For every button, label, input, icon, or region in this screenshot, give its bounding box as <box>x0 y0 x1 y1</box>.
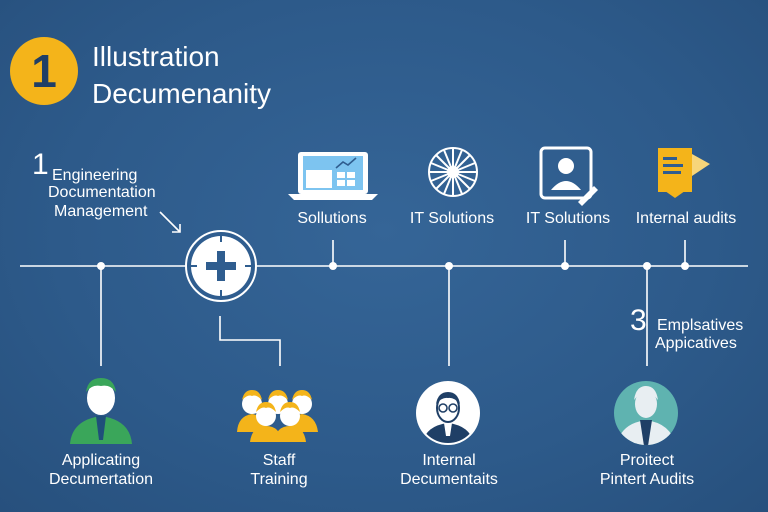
team-icon <box>237 390 318 442</box>
title-line-2: Decumenanity <box>92 78 271 109</box>
title-line-1: Illustration <box>92 41 220 72</box>
arrow-step1 <box>159 211 181 233</box>
step-1-line-1: Engineering <box>52 167 138 184</box>
bottom-item-line-2: Decumentaits <box>400 471 498 488</box>
top-item-label-it-solutions-1: IT Solutions <box>409 210 495 227</box>
bottom-item-project: Proitect Pintert Audits <box>582 451 712 489</box>
person-tie-icon <box>70 378 132 444</box>
user-card-icon <box>539 146 598 206</box>
timeline-node <box>445 262 453 270</box>
timeline-node <box>681 262 689 270</box>
bottom-item-line-1: Internal <box>422 452 476 469</box>
bottom-item-line-2: Decumertation <box>48 471 154 488</box>
bottom-item-line-1: Proitect <box>619 452 675 469</box>
bottom-item-applicating: Applicating Decumertation <box>36 451 166 489</box>
step-1-number: 1 <box>32 148 49 181</box>
bottom-item-line-2: Training <box>250 471 308 488</box>
page-title: Illustration Decumenanity <box>92 38 271 112</box>
wheel-icon <box>428 147 478 197</box>
bottom-item-line-2: Pintert Audits <box>599 471 695 488</box>
top-item-label-internal-audits: Internal audits <box>635 210 737 227</box>
connector-staff <box>219 316 281 366</box>
step-badge: 1 <box>10 37 78 105</box>
step-3-line-1: Emplsatives <box>657 317 744 334</box>
bottom-item-line-1: Staff <box>262 452 296 469</box>
timeline-node <box>643 262 651 270</box>
timeline-node <box>329 262 337 270</box>
step-1-line-3: Management <box>54 203 148 220</box>
step-3-line-2: Appicatives <box>655 335 737 352</box>
person-suit-icon <box>614 381 678 445</box>
bottom-item-staff-training: Staff Training <box>224 451 334 489</box>
laptop-chart-icon <box>288 152 378 200</box>
top-item-label-it-solutions-2: IT Solutions <box>525 210 611 227</box>
plus-icon <box>185 230 257 302</box>
timeline-node <box>97 262 105 270</box>
bottom-item-line-1: Applicating <box>61 452 141 469</box>
bottom-item-internal: Internal Decumentaits <box>384 451 514 489</box>
top-item-label-solutions: Sollutions <box>297 210 367 227</box>
person-glasses-icon <box>416 381 480 445</box>
step-1-line-2: Documentation <box>48 184 156 201</box>
step-3-number: 3 <box>630 304 647 337</box>
document-flag-icon <box>658 148 710 198</box>
timeline-node <box>561 262 569 270</box>
